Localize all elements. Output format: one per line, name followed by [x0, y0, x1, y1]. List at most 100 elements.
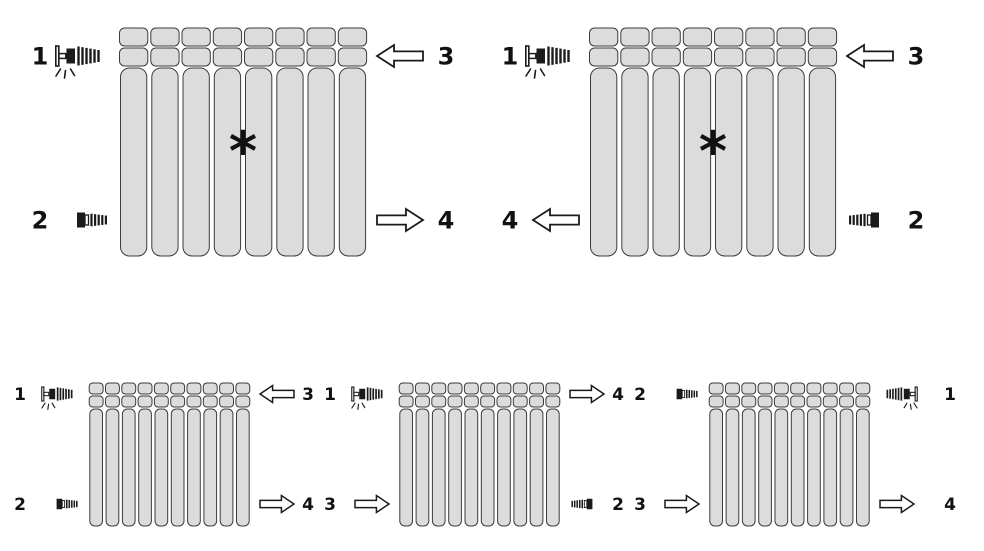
radiator-collector-tab: [512, 395, 528, 408]
connection-number-2: 2: [634, 385, 646, 405]
radiator-collector-tab: [186, 382, 202, 395]
radiator-collector-tab: [219, 382, 235, 395]
radiator-fin: [399, 408, 414, 527]
radiator-collector-tab: [447, 382, 463, 395]
connection-number-1: 1: [14, 385, 26, 405]
radiator-collector-tab: [839, 395, 855, 408]
radiator-fin: [448, 408, 462, 527]
radiator-collector-tab: [480, 395, 496, 408]
connection-number-4: 4: [612, 385, 624, 405]
radiator-collector-tab: [725, 395, 740, 408]
radiator-fin: [187, 408, 201, 527]
radiator-collector-tab: [202, 382, 218, 395]
flow-arrow-left-icon: [258, 384, 295, 404]
connection-number-2: 2: [32, 207, 49, 235]
radiator-fin: [307, 67, 335, 257]
radiator-collector-tab: [212, 27, 243, 47]
radiator-fin: [808, 67, 837, 257]
radiator-collector-tab: [545, 382, 561, 395]
radiator-collector-tab: [855, 395, 871, 408]
radiator-collector-tab: [512, 382, 528, 395]
radiator-collector-tab: [745, 27, 775, 47]
radiator-collector-tab: [119, 27, 149, 47]
connection-number-4: 4: [438, 207, 455, 235]
connection-number-2: 2: [908, 207, 925, 235]
flow-arrow-right-icon: [354, 494, 391, 514]
radiator-collector-tab: [398, 395, 414, 408]
radiator-collector-tab: [170, 382, 186, 395]
radiator-fin: [746, 67, 774, 257]
plug-icon: [77, 212, 107, 228]
radiator-fin: [121, 408, 136, 527]
radiator-collector-tab: [153, 382, 169, 395]
radiator-collector-tab: [244, 47, 274, 67]
radiator: [708, 382, 871, 527]
radiator-collector-tab: [447, 395, 463, 408]
radiator-collector-tab: [88, 395, 104, 408]
radiator-collector-tab: [496, 382, 512, 395]
radiator-fin: [203, 408, 218, 527]
connection-number-3: 3: [438, 43, 455, 71]
radiator-fin: [89, 408, 104, 527]
connection-number-3: 3: [908, 43, 925, 71]
plug-icon: [571, 498, 593, 510]
radiator-collector-tab: [776, 47, 806, 67]
air-vent-valve-icon: [41, 386, 73, 410]
air-spray-lines: [351, 402, 366, 410]
radiator-fin: [774, 408, 789, 527]
radiator-collector-tab: [275, 27, 305, 47]
radiator-fin: [807, 408, 821, 527]
air-vent-valve-icon: [525, 45, 570, 79]
radiator-fin: [138, 408, 152, 527]
radiator-collector-tab: [170, 395, 186, 408]
radiator-collector-tab: [855, 382, 871, 395]
radiator-collector-tab: [212, 47, 243, 67]
radiator-collector-tab: [137, 395, 153, 408]
radiator-collector-tab: [275, 47, 305, 67]
radiator-collector-tab: [682, 47, 713, 67]
flow-arrow-left-icon: [845, 43, 894, 69]
radiator-collector-tab: [219, 395, 235, 408]
radiator-collector-tab: [153, 395, 169, 408]
radiator-collector-tab: [589, 27, 619, 47]
flow-arrow-right-icon: [569, 384, 606, 404]
radiator-fin: [182, 67, 210, 257]
radiator-collector-tab: [105, 395, 120, 408]
radiator-fin: [790, 408, 805, 527]
radiator-collector-tab: [714, 47, 744, 67]
radiator-fin: [590, 67, 618, 257]
radiator-fin: [839, 408, 854, 527]
radiator-fin: [105, 408, 120, 527]
radiator-fin: [709, 408, 724, 527]
radiator-collector-tab: [620, 27, 650, 47]
connection-number-1: 1: [502, 43, 519, 71]
radiator-collector-tab: [150, 27, 180, 47]
radiator-fin: [170, 408, 185, 527]
flow-arrow-right-icon: [259, 494, 296, 514]
air-spray-lines: [525, 68, 546, 79]
radiator-collector-tab: [745, 47, 775, 67]
radiator-fin: [777, 67, 805, 257]
radiator-fin: [621, 67, 649, 257]
flow-arrow-right-icon: [376, 207, 425, 233]
radiator-collector-tab: [651, 27, 681, 47]
radiator: [589, 27, 838, 257]
radiator-collector-tab: [839, 382, 855, 395]
radiator-collector-tab: [741, 382, 757, 395]
radiator-fin: [741, 408, 756, 527]
radiator-collector-tab: [306, 27, 336, 47]
radiator-fin: [338, 67, 367, 257]
radiator-collector-tab: [714, 27, 744, 47]
plug-icon: [56, 498, 78, 510]
radiator-fin: [683, 67, 712, 257]
connection-number-4: 4: [302, 495, 314, 515]
radiator-fin: [758, 408, 772, 527]
flow-arrow-left-icon: [531, 207, 580, 233]
radiator-fin: [245, 67, 273, 257]
radiator-fin: [513, 408, 528, 527]
flow-arrow-right-icon: [664, 494, 701, 514]
